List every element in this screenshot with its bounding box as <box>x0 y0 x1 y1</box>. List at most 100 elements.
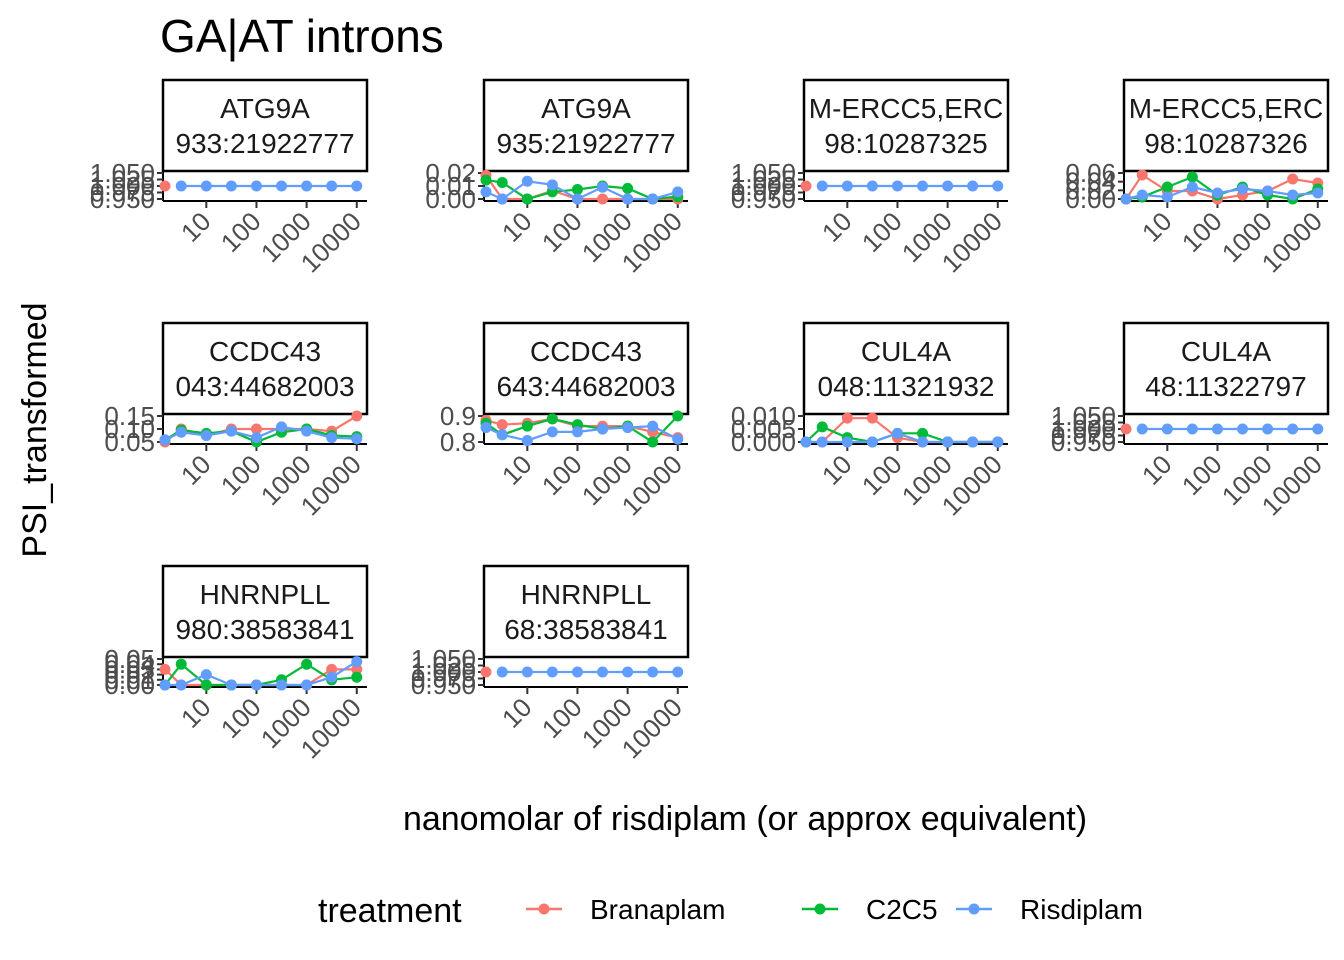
facet-panel: HNRNPLL68:385838410.9500.9751.0001.0251.… <box>411 564 690 764</box>
y-tick-label: 0.00 <box>425 184 476 214</box>
data-point-risdiplam <box>546 179 558 191</box>
y-tick-label: 0.03 <box>104 654 155 684</box>
y-tick-label: 0.02 <box>104 660 155 690</box>
y-tick-label: 0.02 <box>1065 175 1116 205</box>
data-point-risdiplam <box>1312 423 1324 435</box>
facet-panel: HNRNPLL980:385838410.000.010.020.030.040… <box>104 564 369 764</box>
data-point-c2c5 <box>571 184 583 196</box>
x-tick-label: 10 <box>496 692 538 734</box>
data-point-risdiplam <box>1237 183 1249 195</box>
y-tick-label: 0.06 <box>1065 158 1116 188</box>
data-point-branaplam <box>351 663 363 675</box>
facet-strip <box>482 321 690 416</box>
facet-panel: ATG9A935:219227770.000.010.0210100100010… <box>425 78 690 278</box>
y-tick-label: 0.9 <box>440 401 476 431</box>
data-point-c2c5 <box>647 436 659 448</box>
data-point-risdiplam <box>571 426 583 438</box>
data-point-branaplam <box>1120 423 1132 435</box>
facet-strip <box>161 321 369 416</box>
data-point-c2c5 <box>301 658 313 670</box>
y-tick-label: 0.950 <box>731 184 796 214</box>
data-point-risdiplam <box>1186 423 1198 435</box>
data-point-branaplam <box>841 412 853 424</box>
y-tick-label: 1.000 <box>731 171 796 201</box>
strip-gene-label: ATG9A <box>220 93 310 124</box>
data-point-c2c5 <box>1161 181 1173 193</box>
data-point-branaplam <box>1136 169 1148 181</box>
data-point-risdiplam <box>1211 187 1223 199</box>
data-point-c2c5 <box>351 671 363 683</box>
data-point-risdiplam <box>175 180 187 192</box>
y-tick-label: 0.00 <box>104 670 155 700</box>
y-tick-label: 1.050 <box>731 158 796 188</box>
x-tick-label: 10 <box>1136 449 1178 491</box>
data-point-risdiplam <box>1136 189 1148 201</box>
data-point-branaplam <box>496 419 508 431</box>
y-tick-label: 0.975 <box>731 178 796 208</box>
data-point-risdiplam <box>250 180 262 192</box>
x-tick-label: 10 <box>816 206 858 248</box>
data-point-risdiplam <box>480 422 492 434</box>
data-point-risdiplam <box>800 436 812 448</box>
y-tick-label: 0.010 <box>731 401 796 431</box>
data-point-risdiplam <box>159 679 171 691</box>
data-point-branaplam <box>159 180 171 192</box>
facet-strip <box>1122 78 1330 173</box>
y-tick-label: 1.000 <box>90 171 155 201</box>
y-tick-label: 0.01 <box>425 171 476 201</box>
y-tick-label: 0.00 <box>1065 184 1116 214</box>
facet-strip <box>1122 321 1330 416</box>
data-point-risdiplam <box>301 180 313 192</box>
data-point-branaplam <box>597 193 609 205</box>
strip-gene-label: CCDC43 <box>209 336 321 367</box>
y-tick-label: 0.000 <box>731 427 796 457</box>
data-point-risdiplam <box>276 421 288 433</box>
x-tick-label: 10 <box>1136 206 1178 248</box>
data-point-risdiplam <box>571 193 583 205</box>
data-point-risdiplam <box>672 666 684 678</box>
data-point-risdiplam <box>301 679 313 691</box>
strip-coord-label: 98:10287326 <box>1144 128 1308 159</box>
y-tick-label: 0.8 <box>440 427 476 457</box>
data-point-risdiplam <box>521 666 533 678</box>
y-tick-label: 0.975 <box>411 664 476 694</box>
data-point-risdiplam <box>480 186 492 198</box>
data-point-risdiplam <box>942 180 954 192</box>
data-point-risdiplam <box>1287 423 1299 435</box>
data-point-risdiplam <box>175 679 187 691</box>
data-point-branaplam <box>250 423 262 435</box>
data-point-risdiplam <box>992 180 1004 192</box>
data-point-risdiplam <box>496 193 508 205</box>
facet-strip <box>802 78 1010 173</box>
facet-strip <box>161 564 369 659</box>
legend-key-point <box>968 903 980 915</box>
data-point-c2c5 <box>1186 171 1198 183</box>
data-point-risdiplam <box>622 666 634 678</box>
y-tick-label: 1.050 <box>90 158 155 188</box>
data-point-c2c5 <box>521 193 533 205</box>
legend-title: treatment <box>318 892 462 930</box>
data-point-c2c5 <box>496 176 508 188</box>
data-point-c2c5 <box>672 410 684 422</box>
legend-key-point <box>538 903 550 915</box>
x-tick-label: 10 <box>175 206 217 248</box>
data-point-risdiplam <box>597 423 609 435</box>
x-tick-label: 10 <box>816 449 858 491</box>
y-tick-label: 0.05 <box>104 644 155 674</box>
data-point-risdiplam <box>597 181 609 193</box>
data-point-risdiplam <box>159 434 171 446</box>
data-point-risdiplam <box>546 426 558 438</box>
data-point-branaplam <box>326 663 338 675</box>
strip-coord-label: 933:21922777 <box>175 128 354 159</box>
facet-strip <box>482 78 690 173</box>
data-point-risdiplam <box>326 671 338 683</box>
x-tick-label: 10 <box>175 449 217 491</box>
data-point-risdiplam <box>967 180 979 192</box>
strip-gene-label: HNRNPLL <box>200 579 331 610</box>
strip-coord-label: 48:11322797 <box>1145 371 1306 402</box>
data-point-risdiplam <box>250 432 262 444</box>
data-point-risdiplam <box>351 656 363 668</box>
x-tick-label: 10 <box>175 692 217 734</box>
